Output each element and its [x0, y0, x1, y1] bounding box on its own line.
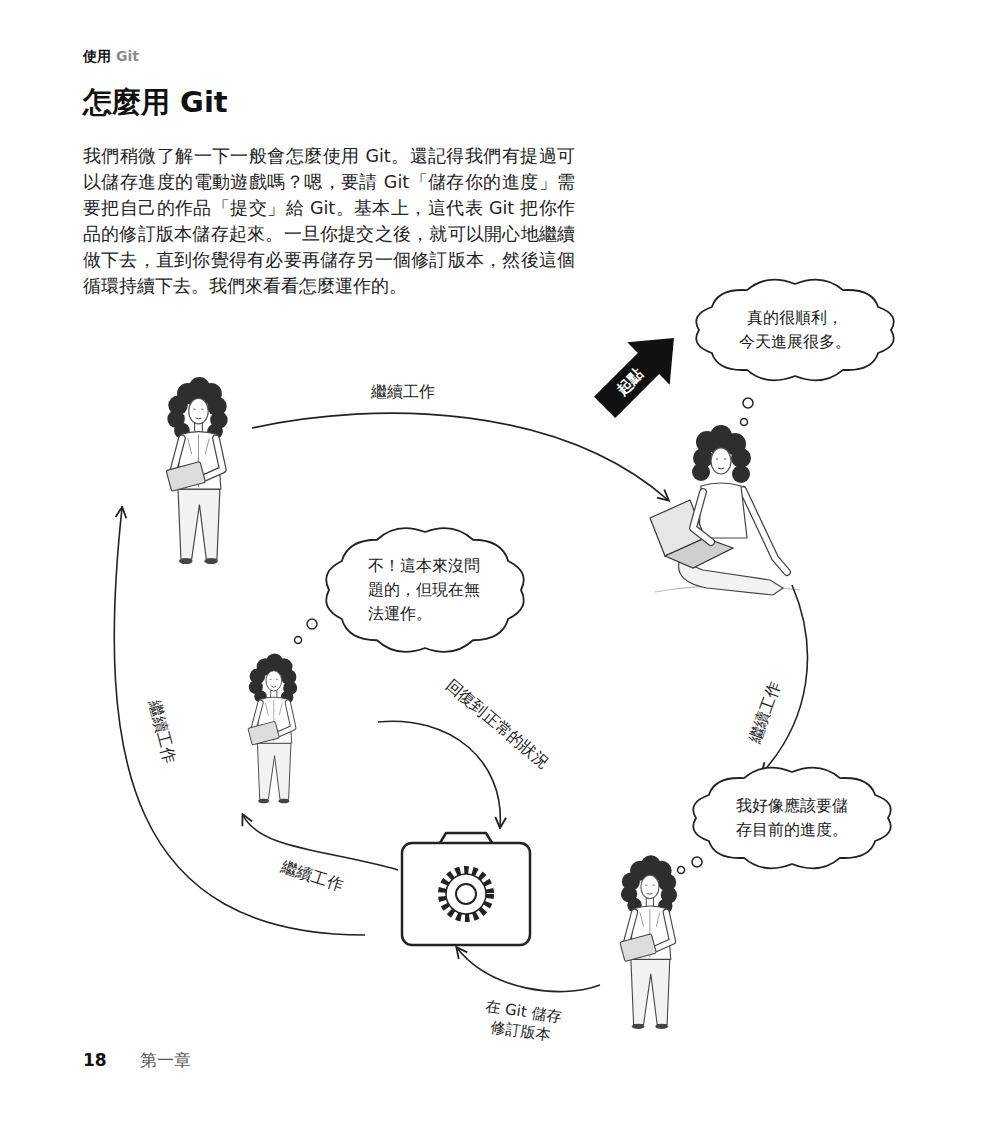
cycle-arrow [252, 413, 668, 500]
running-head: 使用 [83, 48, 111, 66]
cloud-text-block: 我好像應該要儲 存目前的進度。 [735, 794, 849, 842]
woman-figure [248, 654, 297, 804]
thought-cloud: 真的很順利， 今天進展很多。 [699, 284, 891, 376]
running-head: Git [116, 48, 139, 66]
thought-bubble [743, 398, 753, 408]
woman-figure [166, 377, 228, 564]
thought-cloud: 我好像應該要儲 存目前的進度。 [696, 772, 888, 864]
body-text: 我們稍微了解一下一般會怎麼使用 Git。還記得我們有提過可以儲存進度的電動遊戲嗎… [83, 143, 575, 299]
cloud-shape [326, 528, 523, 652]
cloud-shape [696, 280, 893, 381]
cloud-text-block: 真的很順利， 今天進展很多。 [738, 306, 852, 354]
thought-text: 我好像應該要儲 存目前的進度。 [735, 794, 849, 842]
thought-bubble [307, 619, 317, 629]
cycle-arrow [457, 948, 600, 992]
thought-bubble [741, 419, 748, 426]
woman-figure [620, 855, 677, 1029]
thought-cloud: 不！這本來沒問 題的，但現在無 法運作。 [329, 532, 521, 648]
cloud-text-block: 不！這本來沒問 題的，但現在無 法運作。 [368, 554, 482, 626]
start-arrow [583, 317, 695, 429]
camera-icon [402, 833, 530, 945]
arrow-label: 繼續工作 [371, 382, 435, 402]
page-number: 18 [83, 1050, 107, 1071]
arrow-label: 繼續工作 [278, 857, 345, 896]
cloud-shape [693, 768, 890, 869]
thought-bubble [678, 867, 685, 874]
arrow-label: 繼續工作 [144, 699, 180, 766]
cycle-arrow [378, 721, 500, 827]
thought-text: 真的很順利， 今天進展很多。 [738, 306, 852, 354]
arrow-label: 在 Git 儲存 修訂版本 [478, 997, 567, 1047]
arrow-label: 回復到正常的狀況 [442, 675, 553, 773]
thought-bubble [295, 637, 302, 644]
arrow-label: 繼續工作 [745, 679, 786, 746]
chapter-label: 第一章 [140, 1050, 191, 1071]
cloud-outline [699, 284, 891, 376]
page-title: 怎麼用 Git [83, 84, 228, 120]
cycle-arrow [243, 815, 398, 870]
sitting-woman-figure [650, 425, 800, 595]
cloud-outline [696, 772, 888, 864]
thought-text: 不！這本來沒問 題的，但現在無 法運作。 [368, 554, 482, 626]
thought-bubble [692, 857, 702, 867]
